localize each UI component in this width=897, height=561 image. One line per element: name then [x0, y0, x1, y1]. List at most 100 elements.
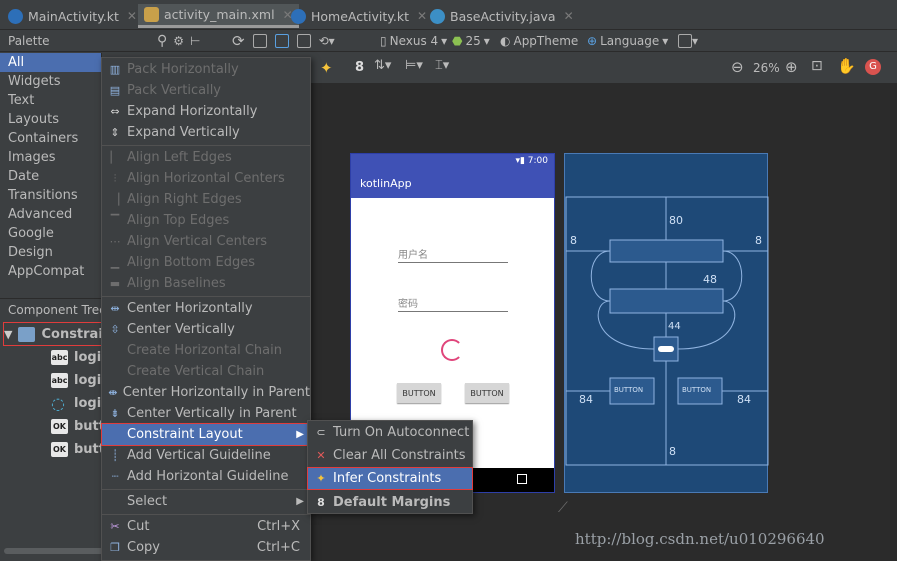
error-badge-icon[interactable]: G — [865, 59, 881, 75]
menu-item-align-right-edges[interactable]: ▕Align Right Edges — [102, 189, 310, 210]
category-containers[interactable]: Containers — [8, 131, 79, 146]
palette-title: Palette — [8, 34, 50, 48]
menu-item-expand-horizontally[interactable]: ⇔Expand Horizontally — [102, 101, 310, 122]
sparkle-icon: ✦ — [316, 472, 326, 485]
zoom-in-icon[interactable]: ⊕ — [785, 58, 798, 76]
menu-item-add-vertical-guideline[interactable]: ┊Add Vertical Guideline — [102, 445, 310, 466]
language-selector[interactable]: ⊕ Language▾ — [587, 34, 669, 48]
tab-mainactivity[interactable]: MainActivity.kt ✕ — [2, 4, 143, 28]
menu-item-constraint-layout[interactable]: Constraint Layout▶ — [101, 423, 311, 446]
theme-selector[interactable]: ◐ AppTheme — [500, 32, 578, 50]
phone-button-2[interactable]: BUTTON — [465, 383, 509, 403]
button-icon: OK — [51, 418, 68, 434]
menu-item-align-top-edges[interactable]: ▔Align Top Edges — [102, 210, 310, 231]
blueprint-constraints — [565, 196, 769, 466]
orientation-icon[interactable]: ⟲▾ — [318, 34, 335, 48]
close-icon[interactable]: ✕ — [126, 9, 137, 23]
infer-constraints-icon[interactable]: ✦ — [320, 59, 333, 77]
design-view-icon[interactable] — [252, 34, 267, 48]
search-icon[interactable]: ⚲ — [157, 33, 168, 49]
blueprint-button-2[interactable]: BUTTON — [682, 386, 712, 394]
pin-icon[interactable]: ⊢ — [190, 34, 201, 48]
menu-item-add-horizontal-guideline[interactable]: ┈Add Horizontal Guideline — [102, 466, 310, 487]
menu-item-pack-vertically[interactable]: ▤Pack Vertically — [102, 80, 310, 101]
category-images[interactable]: Images — [8, 150, 56, 165]
align-vcenter-icon: ⋯ — [109, 235, 121, 248]
layout-variants-icon[interactable]: ▾ — [678, 32, 698, 50]
wifi-battery-icon: ▾▮ — [515, 156, 528, 166]
menu-item-align-baselines[interactable]: ▬Align Baselines — [102, 273, 310, 294]
menu-item-create-horizontal-chain[interactable]: Create Horizontal Chain — [127, 343, 282, 358]
api-selector[interactable]: ⬣ 25▾ — [452, 34, 490, 48]
progress-icon: ◌ — [51, 393, 65, 413]
both-views-icon[interactable] — [296, 34, 311, 48]
menu-item-pack-horizontally[interactable]: ▥Pack Horizontally — [102, 59, 310, 80]
editor-tab-bar: MainActivity.kt ✕ activity_main.xml ✕ Ho… — [0, 0, 897, 30]
tab-baseactivity[interactable]: BaseActivity.java ✕ — [424, 4, 580, 28]
center-v-parent-icon: ⇟ — [110, 407, 120, 420]
close-icon[interactable]: ✕ — [417, 9, 428, 23]
category-date[interactable]: Date — [8, 169, 40, 184]
menu-item-center-vertically-parent[interactable]: ⇟Center Vertically in Parent — [102, 403, 310, 424]
menu-item-align-left-edges[interactable]: ▏Align Left Edges — [102, 147, 310, 168]
resize-handle-icon[interactable]: ⟋ — [558, 500, 568, 516]
category-layouts[interactable]: Layouts — [8, 112, 59, 127]
tree-root-constraintlayout[interactable]: ▼ Constrai — [3, 322, 108, 346]
menu-item-align-bottom-edges[interactable]: ▁Align Bottom Edges — [102, 252, 310, 273]
gear-icon[interactable]: ⚙ — [173, 34, 185, 48]
pack-horizontally-icon: ▥ — [109, 63, 121, 76]
tab-homeactivity[interactable]: HomeActivity.kt ✕ — [285, 4, 433, 28]
menu-separator — [102, 514, 310, 515]
close-icon[interactable]: ✕ — [563, 9, 574, 23]
menu-item-create-vertical-chain[interactable]: Create Vertical Chain — [127, 364, 265, 379]
category-text[interactable]: Text — [8, 93, 35, 108]
button-right-margin-label: 84 — [737, 393, 751, 406]
bottom-margin-label: 8 — [669, 445, 676, 458]
pan-hand-icon[interactable]: ✋ — [837, 57, 856, 75]
menu-item-align-vertical-centers[interactable]: ⋯Align Vertical Centers — [102, 231, 310, 252]
tab-activity-main[interactable]: activity_main.xml ✕ — [138, 4, 299, 28]
align-bottom-icon: ▁ — [110, 256, 120, 269]
pack-icon[interactable]: ⇅▾ — [374, 58, 392, 73]
default-margin-value[interactable]: 8 — [355, 60, 365, 75]
category-advanced[interactable]: Advanced — [8, 207, 73, 222]
category-all[interactable]: All — [0, 53, 101, 72]
horizontal-guideline-icon: ┈ — [111, 470, 119, 483]
zoom-out-icon[interactable]: ⊖ — [731, 58, 744, 76]
guideline-icon[interactable]: ⌶▾ — [435, 58, 450, 73]
blueprint-view-icon[interactable] — [274, 34, 289, 48]
device-selector[interactable]: ▯ Nexus 4▾ — [380, 34, 448, 48]
category-appcompat[interactable]: AppCompat — [8, 264, 85, 279]
category-widgets[interactable]: Widgets — [8, 74, 61, 89]
username-field[interactable]: 用户名 — [398, 246, 508, 263]
copy-shortcut: Ctrl+C — [256, 540, 300, 555]
category-transitions[interactable]: Transitions — [8, 188, 78, 203]
expand-arrow-icon[interactable]: ▼ — [4, 327, 13, 341]
align-icon[interactable]: ⊨▾ — [405, 58, 423, 73]
menu-separator — [102, 145, 310, 146]
blueprint-view[interactable]: 80 8 8 48 44 BUTTON BUTTON 84 84 8 — [564, 153, 769, 493]
menu-item-center-horizontally[interactable]: ⇹Center Horizontally — [102, 298, 310, 319]
password-field[interactable]: 密码 — [398, 295, 508, 312]
zoom-fit-icon[interactable]: ⊡ — [811, 58, 823, 74]
menu-item-infer-constraints[interactable]: ✦Infer Constraints — [307, 467, 473, 490]
refresh-icon[interactable]: ⟳ — [232, 32, 245, 50]
menu-item-autoconnect[interactable]: ⊂Turn On Autoconnect — [308, 422, 472, 443]
category-google[interactable]: Google — [8, 226, 54, 241]
menu-item-center-vertically[interactable]: ⇳Center Vertically — [102, 319, 310, 340]
close-icon[interactable]: ✕ — [282, 7, 293, 22]
blueprint-button-1[interactable]: BUTTON — [614, 386, 644, 394]
java-class-icon — [430, 8, 445, 24]
menu-item-expand-vertically[interactable]: ⇕Expand Vertically — [102, 122, 310, 143]
menu-item-select[interactable]: Select▶ — [127, 494, 304, 509]
phone-button-1[interactable]: BUTTON — [397, 383, 441, 403]
horizontal-scrollbar[interactable] — [4, 548, 104, 554]
menu-item-center-horizontally-parent[interactable]: ⇼Center Horizontally in Parent — [108, 385, 310, 400]
menu-item-clear-constraints[interactable]: ✕Clear All Constraints — [308, 445, 472, 466]
language-label: Language — [600, 34, 660, 48]
category-design[interactable]: Design — [8, 245, 53, 260]
menu-item-align-horizontal-centers[interactable]: ⫶Align Horizontal Centers — [102, 168, 310, 189]
